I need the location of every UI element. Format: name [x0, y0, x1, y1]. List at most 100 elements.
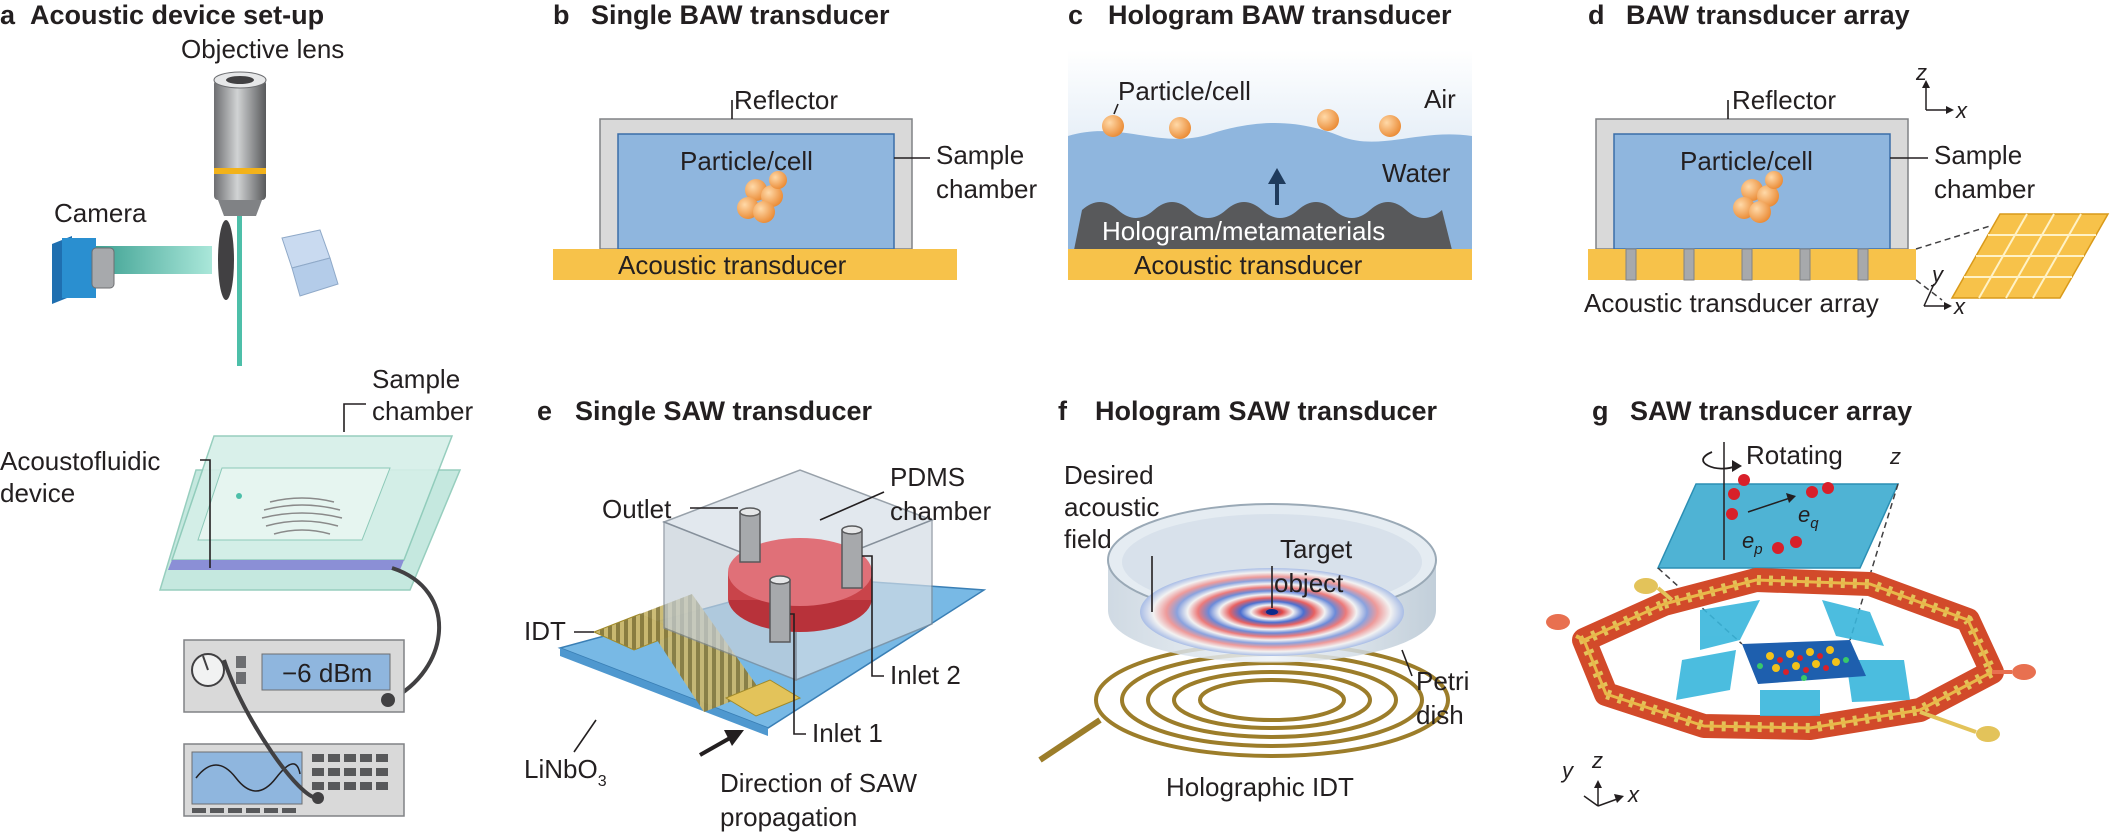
sample-chamber-label-2: chamber	[936, 174, 1037, 204]
sample-chamber-label-1: Sample	[372, 364, 460, 394]
petri-dish-label-2: dish	[1416, 700, 1464, 730]
panel-f-letter: f	[1058, 396, 1068, 426]
panel-d-letter: d	[1588, 0, 1605, 30]
direction-label-1: Direction of SAW	[720, 768, 917, 798]
particle-label: Particle/cell	[1118, 76, 1251, 106]
petri-dish	[1107, 503, 1437, 663]
rotate-arrow-icon	[1702, 442, 1742, 560]
center-interference-pattern	[1742, 640, 1866, 684]
panel-a-title: Acoustic device set-up	[30, 0, 324, 30]
panel-b-letter: b	[553, 0, 570, 30]
eq-label: eq	[1798, 502, 1819, 532]
axis-zx-icon	[1922, 80, 1954, 114]
panel-c-letter: c	[1068, 0, 1083, 30]
ep-label: ep	[1742, 528, 1763, 558]
hologram-layer	[1074, 202, 1452, 250]
panel-g: g SAW transducer array Rotating z eq ep	[1546, 396, 2036, 807]
direction-arrow-icon	[699, 730, 744, 757]
tube-lens-icon	[218, 220, 234, 300]
device-label-2: device	[0, 478, 75, 508]
panel-e: e Single SAW transducer Outlet PDMS	[524, 396, 991, 832]
particle-cluster	[737, 171, 787, 223]
idt-right	[724, 679, 802, 717]
panel-d-title: BAW transducer array	[1626, 0, 1910, 30]
sample-chamber-label-2: chamber	[372, 396, 473, 426]
rotating-label: Rotating	[1746, 440, 1843, 470]
panel-a-letter: a	[0, 0, 16, 30]
axis-y-label: y	[1560, 758, 1575, 783]
direction-label-2: propagation	[720, 802, 857, 832]
panel-g-title: SAW transducer array	[1630, 396, 1912, 426]
acoustic-transducer	[553, 249, 957, 280]
target-object-label-2: object	[1274, 568, 1344, 598]
panel-f: f Hologram SAW transducer Desired acoust…	[1038, 396, 1469, 802]
panel-a: a Acoustic device set-up Objective lens …	[0, 0, 473, 817]
cable-generator	[222, 659, 319, 800]
sample-chamber-label-1: Sample	[1934, 140, 2022, 170]
vector-eq-arrow-icon	[1747, 493, 1796, 513]
desired-field-label-3: field	[1064, 524, 1112, 554]
red-particles	[1726, 474, 1834, 554]
axis-x-label: x	[1955, 98, 1968, 123]
objective-lens-icon	[213, 71, 267, 216]
panel-d: d BAW transducer array Reflector Particl…	[1584, 0, 2110, 319]
desired-field-label-2: acoustic	[1064, 492, 1159, 522]
panel-e-title: Single SAW transducer	[575, 396, 873, 426]
saw-idt-octagon	[1546, 568, 2036, 742]
water-label: Water	[1382, 158, 1451, 188]
acoustofluidic-device	[158, 435, 462, 591]
panel-c-title: Hologram BAW transducer	[1108, 0, 1452, 30]
floating-particles	[1102, 109, 1401, 139]
outlet-label: Outlet	[602, 494, 672, 524]
target-object-label-1: Target	[1280, 534, 1353, 564]
array-label: Acoustic transducer array	[1584, 288, 1879, 318]
particle-label: Particle/cell	[1680, 146, 1813, 176]
panel-b: b Single BAW transducer Reflector Partic…	[553, 0, 1037, 280]
panel-f-title: Hologram SAW transducer	[1095, 396, 1438, 426]
axis-z-label: z	[1915, 60, 1927, 85]
pdms-label-2: chamber	[890, 496, 991, 526]
reflector-label: Reflector	[734, 85, 838, 115]
sample-chamber-label-1: Sample	[936, 140, 1024, 170]
camera-icon	[52, 236, 115, 304]
power-display	[261, 653, 391, 691]
power-readout: −6 dBm	[282, 658, 372, 688]
panel-b-title: Single BAW transducer	[591, 0, 890, 30]
particle-label: Particle/cell	[680, 146, 813, 176]
hologram-label: Hologram/metamaterials	[1102, 216, 1385, 246]
transducer-label: Acoustic transducer	[618, 250, 847, 280]
inlet1-label: Inlet 1	[812, 718, 883, 748]
projection-lines	[1915, 225, 1991, 301]
holographic-idt-spiral	[1038, 642, 1450, 763]
beam-splitter-icon	[281, 229, 339, 297]
axis-x2-label: x	[1953, 294, 1966, 319]
axis-x-label: x	[1627, 782, 1640, 807]
pdms-label-1: PDMS	[890, 462, 965, 492]
holographic-idt-label: Holographic IDT	[1166, 772, 1354, 802]
objective-lens-label: Objective lens	[181, 34, 344, 64]
petri-dish-label-1: Petri	[1416, 666, 1469, 696]
amplifier-unit	[183, 639, 405, 713]
desired-field-label-1: Desired	[1064, 460, 1154, 490]
rotating-axis-label: z	[1889, 444, 1901, 469]
tubing	[739, 507, 863, 643]
idt-label: IDT	[524, 616, 566, 646]
rotation-plane	[1656, 483, 1900, 569]
reflector-label: Reflector	[1732, 85, 1836, 115]
camera-label: Camera	[54, 198, 147, 228]
arrow-up-icon	[1268, 168, 1286, 205]
transducer-label: Acoustic transducer	[1134, 250, 1363, 280]
light-beam-lower	[237, 270, 242, 366]
air-label: Air	[1424, 84, 1456, 114]
signal-generator	[183, 743, 405, 817]
saw-wavefronts	[1676, 600, 1910, 716]
cable	[389, 566, 442, 702]
inlet2-label: Inlet 2	[890, 660, 961, 690]
panel-c: c Hologram BAW transducer Particle/cell …	[1068, 0, 1472, 280]
array-grid	[1950, 213, 2110, 299]
panel-g-letter: g	[1592, 396, 1609, 426]
axis-xyz-icon	[1583, 780, 1624, 807]
panel-e-letter: e	[537, 396, 552, 426]
linbo3-label: LiNbO3	[524, 754, 607, 790]
